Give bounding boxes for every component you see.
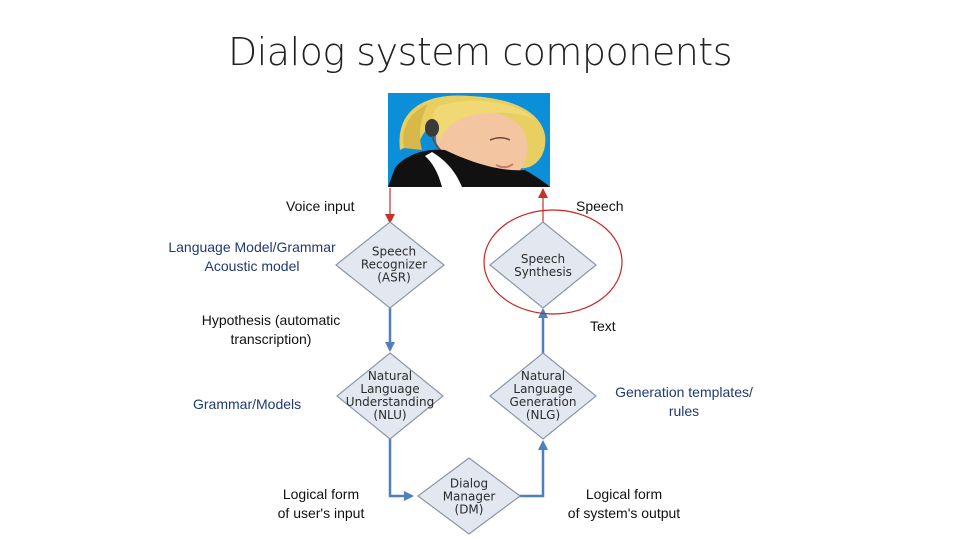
dm-to-nlg-arrow: [518, 440, 548, 498]
dm-diamond: [416, 457, 522, 535]
nlg-diamond: [489, 352, 597, 440]
generation-templates-label: Generation templates/ rules: [615, 384, 753, 419]
logical-form-user-label: Logical form of user's input: [277, 486, 365, 521]
user-headset-image: [388, 93, 550, 187]
text-label: Text: [590, 318, 616, 334]
tts-diamond: [489, 221, 597, 309]
nlu-to-dm-arrow: [388, 432, 414, 501]
nlu-diamond: [336, 352, 444, 440]
asr-diamond: [335, 221, 445, 309]
page-title: Dialog system components: [227, 30, 733, 74]
logical-form-system-label: Logical form of system's output: [567, 486, 681, 521]
voice-input-label: Voice input: [286, 198, 355, 214]
hypothesis-label: Hypothesis (automatic transcription): [201, 312, 341, 347]
highlight-circle: [483, 209, 623, 315]
speech-label: Speech: [576, 198, 624, 214]
grammar-models-label: Grammar/Models: [193, 396, 302, 412]
language-model-label: Language Model/Grammar Acoustic model: [168, 239, 336, 274]
